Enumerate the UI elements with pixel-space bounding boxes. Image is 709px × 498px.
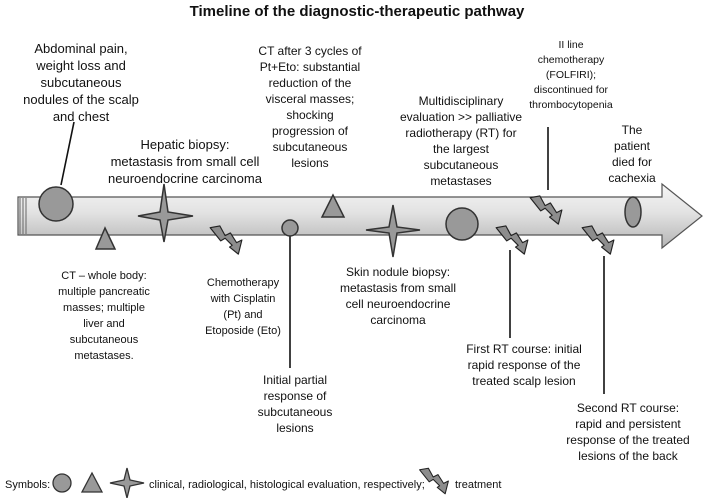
histological-evaluation-star (137, 183, 194, 243)
event-text-line: lesions (291, 156, 328, 170)
event-text-symptoms: Abdominal pain, weight loss and subcutaneo… (23, 41, 139, 124)
event-text-line: thrombocytopenia (529, 99, 613, 111)
event-text-line: Multidisciplinary (419, 94, 504, 108)
event-text-line: neuroendocrine carcinoma (108, 171, 263, 186)
connector-lines (60, 121, 605, 394)
event-text-patient-died: The patient died for cachexia (608, 123, 656, 185)
legend-circle-icon (52, 473, 72, 493)
event-text-line: Hepatic biopsy: (141, 137, 230, 152)
clinical-evaluation-ellipse (624, 196, 642, 228)
diagram-title: Timeline of the diagnostic-therapeutic p… (190, 3, 525, 20)
event-text-second-line-chemo: II line chemotherapy (FOLFIRI); discontinue… (529, 39, 613, 111)
radiological-evaluation-triangle (320, 193, 346, 218)
legend-triangle-icon (80, 471, 104, 493)
event-text-line: the largest (433, 142, 490, 156)
event-text-second-rt-course: Second RT course: rapid and persistent res… (566, 401, 689, 463)
event-text-line: The (622, 123, 643, 137)
event-text-line: II line (558, 39, 583, 51)
symbols-legend: Symbols: clinical, radiological, histolo… (5, 467, 501, 498)
timeline-arrow (17, 182, 703, 250)
event-text-line: metastases (430, 174, 491, 188)
clinical-evaluation-circle (38, 186, 74, 222)
event-text-hepatic-biopsy: Hepatic biopsy: metastasis from small cel… (108, 137, 263, 186)
event-text-line: metastasis from small cell (111, 154, 260, 169)
event-text-line: response of the treated (566, 433, 689, 447)
event-text-line: subcutaneous (258, 405, 333, 419)
event-text-line: cachexia (608, 171, 656, 185)
event-text-line: metastases. (74, 350, 133, 362)
legend-star-icon (109, 467, 145, 498)
event-text-line: CT – whole body: (61, 270, 146, 282)
event-text-line: visceral masses; (266, 92, 355, 106)
event-text-line: cell neuroendocrine (346, 297, 451, 311)
event-text-ct-after-cycles: CT after 3 cycles of Pt+Eto: substantial r… (258, 44, 362, 170)
event-text-line: lesions (276, 421, 313, 435)
timeline-symbols (38, 183, 642, 258)
histological-evaluation-star (365, 204, 421, 258)
event-text-line: First RT course: initial (466, 342, 582, 356)
event-text-line: subcutaneous (41, 75, 122, 90)
event-text-line: carcinoma (370, 313, 426, 327)
event-text-initial-partial-response: Initial partial response of subcutaneous le… (258, 373, 333, 435)
event-text-line: Abdominal pain, (34, 41, 127, 56)
event-text-line: evaluation >> palliative (400, 110, 522, 124)
event-text-line: nodules of the scalp (23, 92, 139, 107)
event-text-line: and chest (53, 109, 110, 124)
clinical-evaluation-circle (445, 207, 479, 241)
event-text-line: weight loss and (35, 58, 126, 73)
event-text-line: reduction of the (269, 76, 352, 90)
event-text-line: (FOLFIRI); (546, 69, 596, 81)
legend-evaluation-text: clinical, radiological, histological eva… (149, 479, 425, 491)
event-text-line: Etoposide (Eto) (205, 325, 281, 337)
event-text-line: subcutaneous (273, 140, 348, 154)
event-text-ct-whole-body: CT – whole body: multiple pancreatic masse… (58, 270, 150, 362)
legend-prefix: Symbols: (5, 479, 50, 491)
event-text-line: rapid and persistent (575, 417, 681, 431)
event-text-line: CT after 3 cycles of (258, 44, 362, 58)
radiological-evaluation-triangle (94, 226, 117, 250)
connector-line (60, 121, 75, 186)
event-text-line: subcutaneous (70, 334, 139, 346)
event-text-line: Pt+Eto: substantial (260, 60, 360, 74)
event-text-line: (Pt) and (223, 309, 262, 321)
event-text-line: died for (612, 155, 652, 169)
event-text-line: masses; multiple (63, 302, 145, 314)
event-text-line: Initial partial (263, 373, 327, 387)
event-text-multidisciplinary: Multidisciplinary evaluation >> palliativ… (400, 94, 522, 188)
event-text-line: liver and (83, 318, 125, 330)
event-text-line: with Cisplatin (210, 293, 276, 305)
event-text-skin-nodule-biopsy: Skin nodule biopsy: metastasis from small… (340, 265, 456, 327)
event-text-line: radiotherapy (RT) for (405, 126, 516, 140)
event-text-line: chemotherapy (538, 54, 605, 66)
clinical-evaluation-circle (281, 219, 299, 237)
event-text-line: progression of (272, 124, 349, 138)
event-text-line: multiple pancreatic (58, 286, 150, 298)
event-text-line: metastasis from small (340, 281, 456, 295)
legend-treatment-text: treatment (455, 479, 501, 491)
event-text-line: response of (264, 389, 327, 403)
event-text-line: Skin nodule biopsy: (346, 265, 450, 279)
event-text-line: patient (614, 139, 651, 153)
event-text-line: shocking (286, 108, 333, 122)
event-text-line: subcutaneous (424, 158, 499, 172)
event-text-line: Second RT course: (577, 401, 679, 415)
event-text-line: Chemotherapy (207, 277, 280, 289)
event-text-first-rt-course: First RT course: initial rapid response o… (466, 342, 582, 388)
event-text-line: lesions of the back (578, 449, 678, 463)
event-text-line: rapid response of the (468, 358, 581, 372)
event-text-line: discontinued for (534, 84, 609, 96)
event-text-line: treated scalp lesion (472, 374, 575, 388)
